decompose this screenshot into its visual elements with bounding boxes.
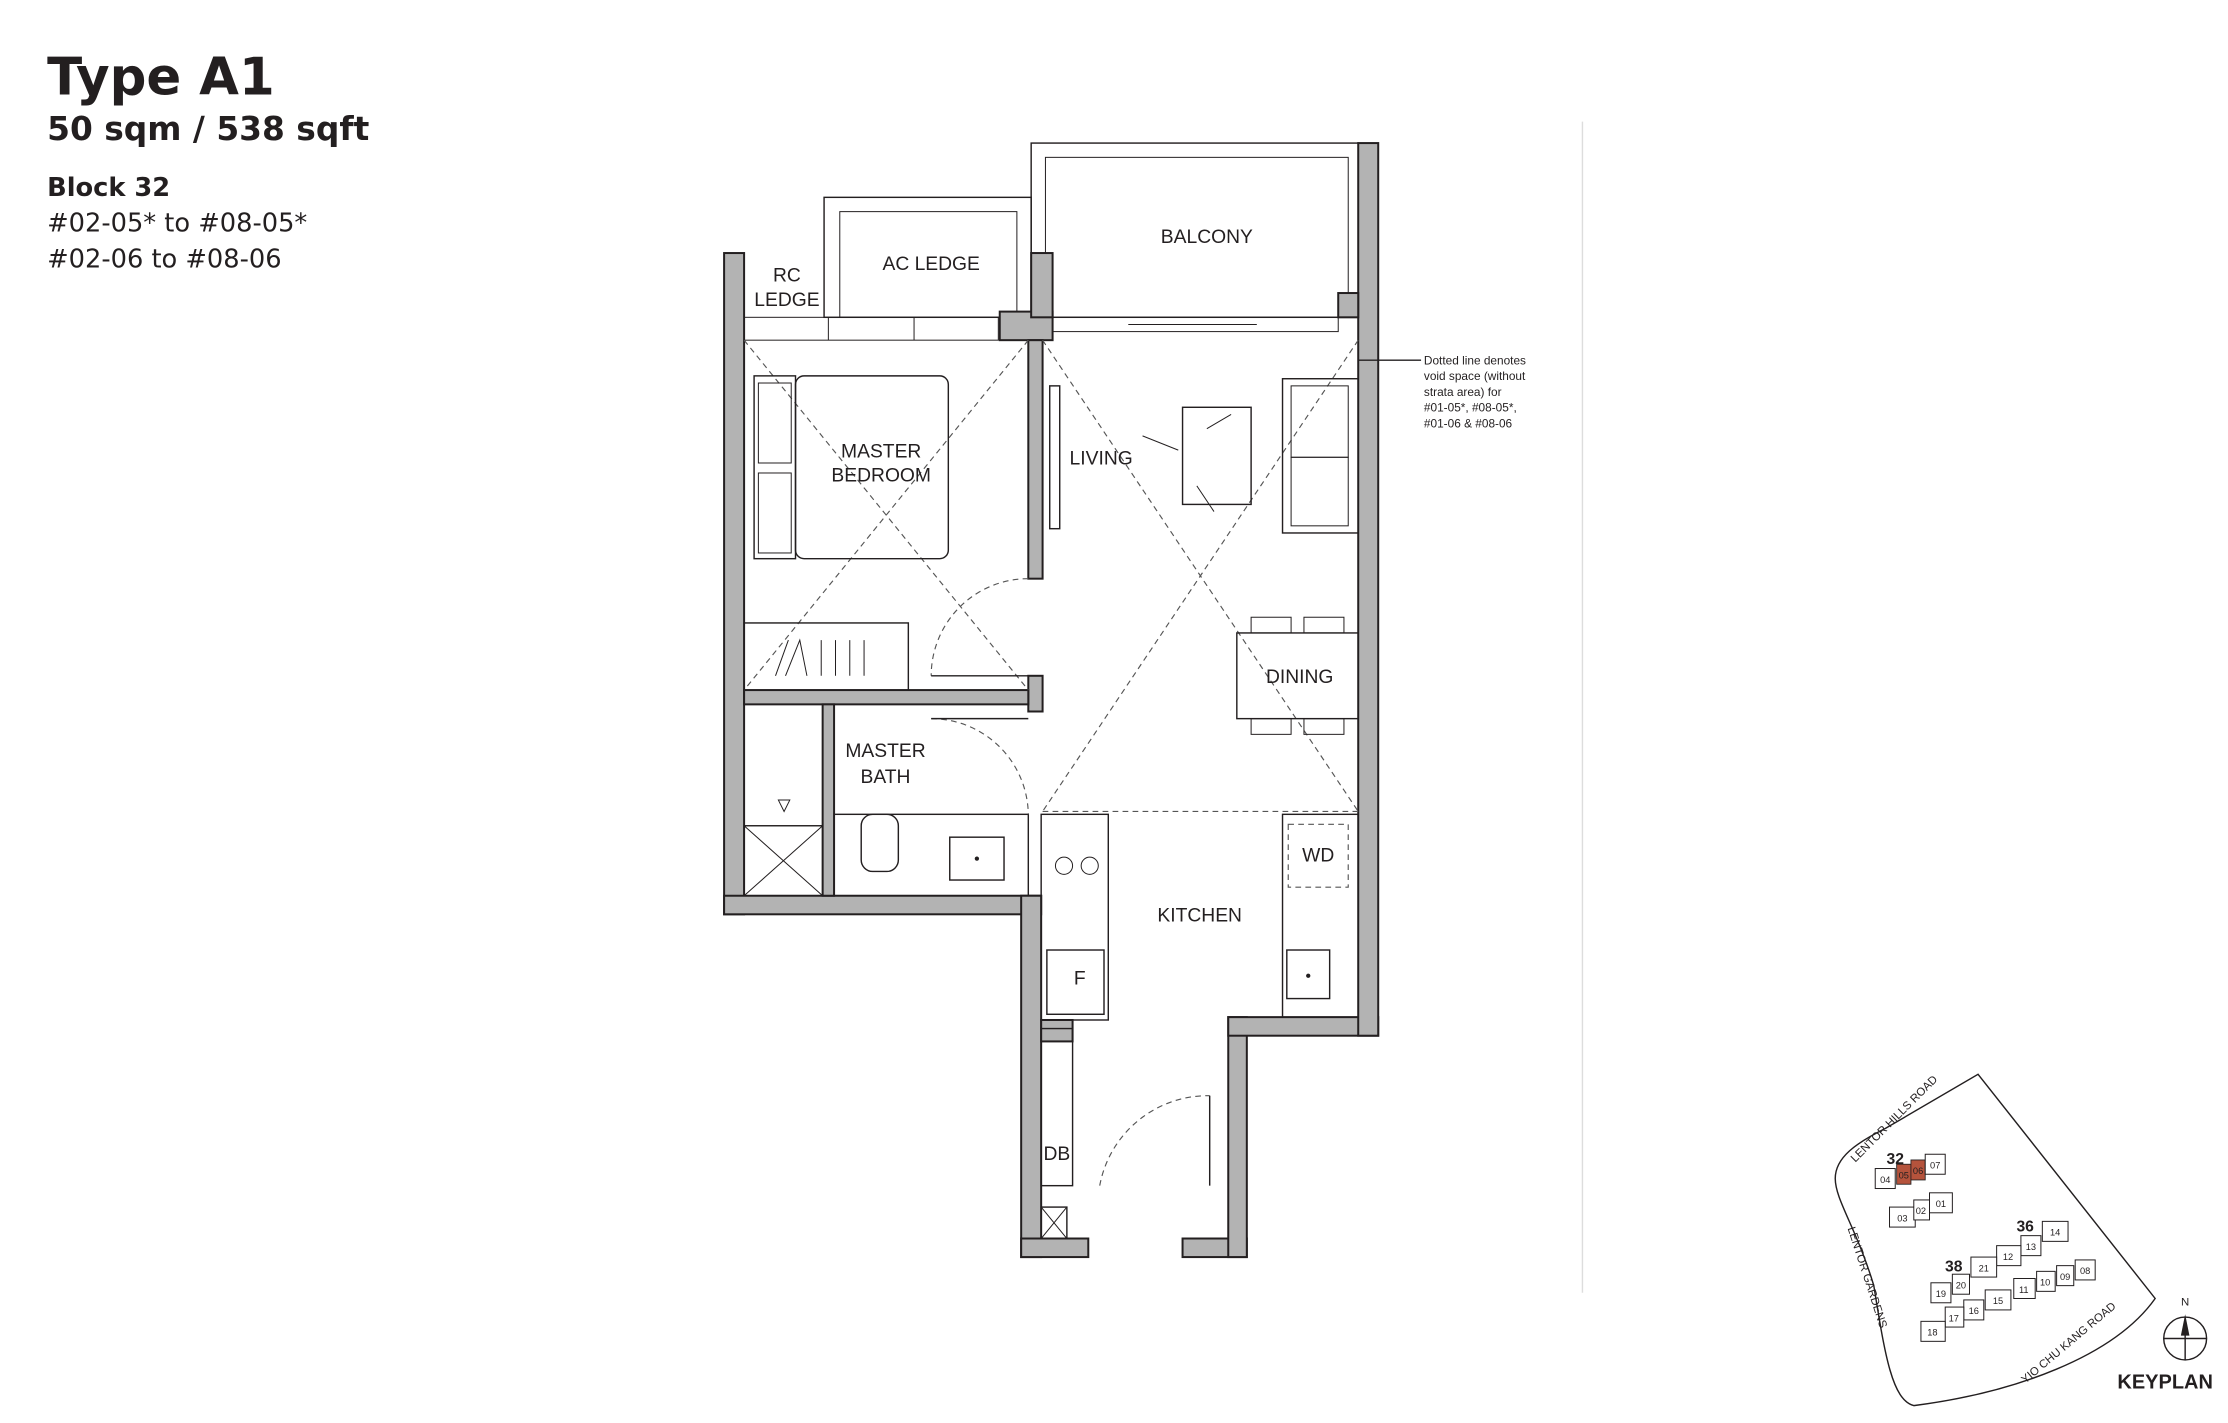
block-38-label: 38 — [1945, 1258, 1963, 1275]
header: Type A1 50 sqm / 538 sqft Block 32 #02-0… — [47, 48, 369, 275]
kitchen-counter-left — [1040, 813, 1110, 1021]
label-master-bedroom-1: MASTER — [841, 441, 921, 462]
unit-18: 18 — [1927, 1328, 1937, 1338]
fridge — [1046, 949, 1105, 1015]
road-lentor-gardens: LENTOR GARDENS — [1845, 1225, 1889, 1330]
north-arrow-icon — [2163, 1314, 2208, 1361]
unit-04: 04 — [1880, 1175, 1890, 1185]
unit-type-title: Type A1 — [47, 48, 275, 108]
note-line-2: void space (without — [1424, 369, 1526, 383]
unit-15: 15 — [1993, 1296, 2003, 1306]
tv-console — [1049, 385, 1061, 530]
unit-16: 16 — [1969, 1306, 1979, 1316]
label-fridge: F — [1074, 968, 1086, 989]
label-master-bath-1: MASTER — [845, 741, 925, 762]
label-rc-ledge-2: LEDGE — [754, 290, 819, 311]
note-line-4: #01-05*, #08-05*, — [1424, 401, 1517, 415]
unit-09: 09 — [2060, 1272, 2070, 1282]
label-balcony: BALCONY — [1161, 227, 1253, 248]
road-yio-chu-kang: YIO CHU KANG ROAD — [2019, 1300, 2118, 1386]
label-wd: WD — [1302, 845, 1334, 866]
unit-05: 05 — [1899, 1171, 1909, 1181]
unit-01: 01 — [1936, 1199, 1946, 1209]
unit-06: 06 — [1913, 1166, 1923, 1176]
site-boundary — [1834, 1073, 2157, 1407]
unit-07: 07 — [1930, 1161, 1940, 1171]
north-label: N — [2181, 1297, 2189, 1309]
label-master-bedroom-2: BEDROOM — [831, 466, 931, 487]
basin — [949, 836, 1005, 881]
label-rc-ledge-1: RC — [773, 266, 801, 287]
block-36-label: 36 — [2016, 1218, 2034, 1235]
note-line-5: #01-06 & #08-06 — [1424, 416, 1513, 430]
block-label: Block 32 — [47, 173, 170, 203]
note-line-3: strata area) for — [1424, 385, 1502, 399]
unit-14: 14 — [2050, 1228, 2060, 1238]
unit-19: 19 — [1936, 1289, 1946, 1299]
unit-02: 02 — [1916, 1206, 1926, 1216]
unit-range-1: #02-05* to #08-05* — [47, 209, 307, 239]
label-kitchen: KITCHEN — [1157, 905, 1242, 926]
label-db: DB — [1043, 1144, 1070, 1165]
label-living: LIVING — [1070, 448, 1133, 469]
keyplan-title: KEYPLAN — [2117, 1371, 2213, 1393]
keyplan: 32 04 05 06 07 01 02 03 36 38 14 13 12 — [1834, 1073, 2213, 1407]
label-master-bath-2: BATH — [861, 767, 911, 788]
unit-08: 08 — [2080, 1266, 2090, 1276]
unit-13: 13 — [2026, 1242, 2036, 1252]
wardrobe — [743, 622, 910, 691]
note-line-1: Dotted line denotes — [1424, 353, 1526, 367]
toilet — [860, 813, 900, 873]
block-32-label: 32 — [1886, 1151, 1904, 1168]
unit-11: 11 — [2019, 1285, 2029, 1295]
unit-area: 50 sqm / 538 sqft — [47, 110, 369, 148]
unit-12: 12 — [2003, 1252, 2013, 1262]
floor-plan: RC LEDGE AC LEDGE BALCONY MASTER BEDROOM… — [723, 142, 1526, 1259]
unit-20: 20 — [1956, 1280, 1966, 1290]
kitchen-counter-right — [1281, 813, 1359, 1018]
armchair — [1181, 406, 1252, 506]
db-cabinet — [1040, 1027, 1074, 1187]
unit-range-2: #02-06 to #08-06 — [47, 244, 281, 274]
dining-table — [1236, 632, 1359, 720]
unit-17: 17 — [1949, 1313, 1959, 1323]
label-dining: DINING — [1266, 667, 1333, 688]
unit-03: 03 — [1897, 1213, 1907, 1223]
sofa — [1281, 378, 1359, 534]
shower — [743, 825, 824, 897]
unit-21: 21 — [1979, 1263, 1989, 1273]
unit-10: 10 — [2040, 1278, 2050, 1288]
label-ac-ledge: AC LEDGE — [882, 254, 980, 275]
